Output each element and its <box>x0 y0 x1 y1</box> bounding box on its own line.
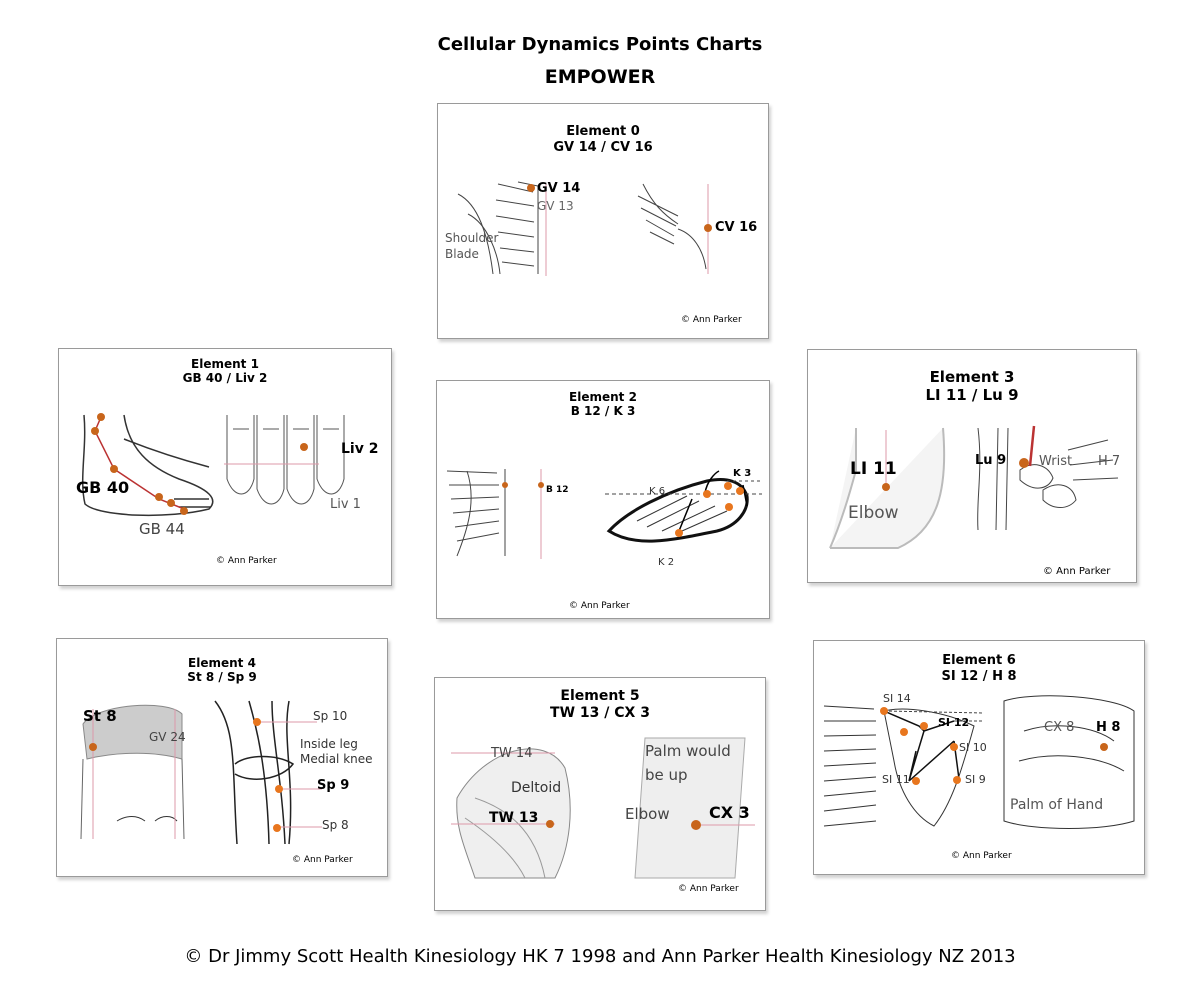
label-gb40: GB 40 <box>76 478 129 497</box>
element-1-points: GB 40 / Liv 2 <box>182 371 268 386</box>
label-sp9: Sp 9 <box>317 778 349 793</box>
label-palm-of-hand: Palm of Hand <box>1010 797 1103 813</box>
label-si10: SI 10 <box>959 741 987 754</box>
element-3-credit: © Ann Parker <box>1043 566 1111 577</box>
label-gv13: GV 13 <box>537 199 574 213</box>
label-k6: K 6 <box>649 486 665 497</box>
element-4-credit: © Ann Parker <box>292 855 353 865</box>
element-6-illustration: SI 14 SI 12 SI 10 SI 11 SI 9 CX 8 H 8 Pa… <box>823 692 1135 829</box>
label-si12: SI 12 <box>938 716 969 729</box>
element-4-heading: Element 4 <box>188 656 256 670</box>
label-si14: SI 14 <box>883 692 911 705</box>
element-4-points: St 8 / Sp 9 <box>187 670 257 685</box>
element-5-card: Element 5 TW 13 / CX 3 TW 14 Deltoid TW … <box>434 677 766 911</box>
label-k2: K 2 <box>658 557 674 568</box>
page-subtitle: EMPOWER <box>544 66 656 88</box>
element-5-credit: © Ann Parker <box>678 884 739 894</box>
element-2-card: Element 2 B 12 / K 3 B 12 K 6 K 3 K 2 © … <box>436 380 770 619</box>
label-deltoid: Deltoid <box>511 780 561 796</box>
copyright-footer: © Dr Jimmy Scott Health Kinesiology HK 7… <box>184 946 1016 967</box>
label-blade: Blade <box>445 247 479 261</box>
element-3-points: LI 11 / Lu 9 <box>925 386 1019 404</box>
label-sp10: Sp 10 <box>313 709 347 723</box>
label-tw13: TW 13 <box>489 810 538 826</box>
label-h8: H 8 <box>1096 720 1120 735</box>
label-be-up: be up <box>645 766 688 784</box>
element-4-card: Element 4 St 8 / Sp 9 St 8 GV 24 Sp 10 I… <box>56 638 388 877</box>
label-b12: B 12 <box>546 485 569 495</box>
label-tw14: TW 14 <box>490 746 532 761</box>
element-0-heading: Element 0 <box>566 124 640 139</box>
label-si9: SI 9 <box>965 773 986 786</box>
element-1-illustration: GB 40 GB 44 Liv 2 Liv 1 <box>76 413 378 538</box>
element-0-credit: © Ann Parker <box>681 315 742 325</box>
element-0-points: GV 14 / CV 16 <box>553 139 653 155</box>
label-lu9: Lu 9 <box>975 453 1006 468</box>
label-medial-knee: Medial knee <box>300 752 373 766</box>
label-gb44: GB 44 <box>139 520 185 538</box>
element-5-heading: Element 5 <box>560 688 640 704</box>
element-5-illustration: TW 14 Deltoid TW 13 Palm would be up Elb… <box>451 737 755 879</box>
label-si11: SI 11 <box>882 773 910 786</box>
element-1-credit: © Ann Parker <box>216 556 277 566</box>
element-6-credit: © Ann Parker <box>951 851 1012 861</box>
element-0-card: Element 0 GV 14 / CV 16 GV 14 GV 13 Shou… <box>437 103 769 339</box>
element-3-card: Element 3 LI 11 / Lu 9 LI 11 Elbow Lu 9 … <box>807 349 1137 583</box>
label-li11: LI 11 <box>850 459 897 479</box>
label-k3: K 3 <box>733 468 751 479</box>
label-elbow: Elbow <box>848 503 899 523</box>
element-1-heading: Element 1 <box>191 357 259 371</box>
element-0-illustration: GV 14 GV 13 Shoulder Blade CV 16 <box>445 181 757 276</box>
label-inside-leg: Inside leg <box>300 737 358 751</box>
label-liv1: Liv 1 <box>330 497 361 512</box>
label-h7: H 7 <box>1098 454 1120 469</box>
element-2-heading: Element 2 <box>569 390 637 404</box>
label-cx3: CX 3 <box>709 803 750 822</box>
element-1-card: Element 1 GB 40 / Liv 2 GB 40 GB 44 Liv … <box>58 348 392 586</box>
element-6-card: Element 6 SI 12 / H 8 SI 14 SI 12 SI 10 … <box>813 640 1145 875</box>
label-cx8: CX 8 <box>1044 720 1074 735</box>
element-3-heading: Element 3 <box>929 368 1015 386</box>
page-title: Cellular Dynamics Points Charts <box>437 34 763 55</box>
element-2-credit: © Ann Parker <box>569 601 630 611</box>
label-gv14: GV 14 <box>537 181 580 196</box>
element-6-heading: Element 6 <box>942 653 1016 668</box>
element-6-points: SI 12 / H 8 <box>941 668 1017 684</box>
label-gv24: GV 24 <box>149 730 186 744</box>
label-shoulder: Shoulder <box>445 231 499 245</box>
element-4-illustration: St 8 GV 24 Sp 10 Inside leg Medial knee … <box>80 700 373 845</box>
label-liv2: Liv 2 <box>341 441 378 457</box>
label-sp8: Sp 8 <box>322 818 349 832</box>
element-5-points: TW 13 / CX 3 <box>550 704 650 721</box>
label-wrist: Wrist <box>1039 454 1072 469</box>
element-2-illustration: B 12 K 6 K 3 K 2 <box>446 468 762 568</box>
label-cv16: CV 16 <box>715 220 757 235</box>
label-st8: St 8 <box>83 707 117 725</box>
element-2-points: B 12 / K 3 <box>570 404 636 419</box>
label-elbow-5: Elbow <box>625 805 670 823</box>
element-3-illustration: LI 11 Elbow Lu 9 Wrist H 7 <box>829 425 1120 549</box>
label-palm-would: Palm would <box>645 742 731 760</box>
